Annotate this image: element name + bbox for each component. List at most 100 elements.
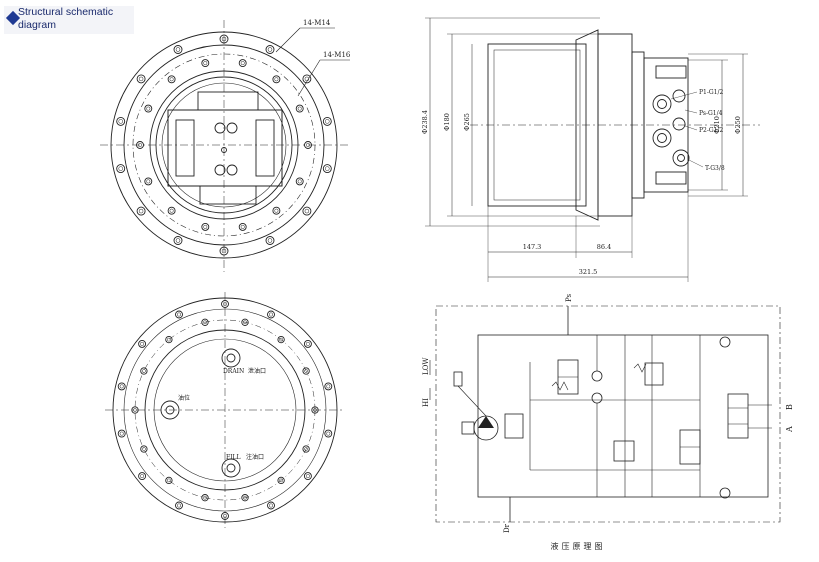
- back-view: [105, 292, 345, 528]
- front-inner-bolt-core-7: [146, 179, 151, 184]
- front-inner-bolt-core-5: [203, 224, 208, 229]
- side-valve-cap-bottom: [655, 171, 687, 185]
- back-inner-bolt-10: [165, 335, 173, 344]
- back-inner-bolt-9: [140, 367, 148, 375]
- back-outer-bolt-core-5: [177, 503, 181, 508]
- leader-p2: [684, 125, 698, 131]
- back-inner-bolt-core-14: [304, 369, 308, 373]
- back-outer-bolt-13: [303, 339, 312, 348]
- back-outer-bolt-6: [138, 472, 147, 481]
- back-inner-bolt-4: [241, 494, 249, 502]
- front-outer-bolt-7: [116, 164, 126, 174]
- back-outer-bolt-core-12: [269, 312, 273, 317]
- drain-label: DRAIN: [223, 368, 244, 375]
- front-outer-bolt-2: [302, 206, 312, 216]
- hyd-speed-selector: [453, 371, 463, 387]
- back-outer-bolt-core-11: [223, 302, 227, 306]
- back-outer-bolt-core-7: [119, 431, 124, 436]
- level-cn-label: 油位: [178, 394, 190, 402]
- dim-len-2: 86.4: [597, 243, 611, 251]
- back-outer-bolt-core-10: [177, 312, 181, 317]
- front-outer-bolt-14: [322, 116, 332, 126]
- front-inner-bolt-core-13: [274, 77, 279, 82]
- front-outer-bolt-9: [136, 74, 146, 84]
- front-inner-bolt-core-11: [203, 61, 208, 66]
- back-outer-bolt-8: [117, 382, 126, 391]
- front-outer-bolt-core-6: [138, 208, 144, 214]
- front-view: [100, 20, 350, 272]
- hyd-low-label: LOW: [422, 357, 430, 375]
- port-label-t: T-G3/8: [705, 165, 725, 172]
- front-inner-bolt-5: [201, 222, 210, 231]
- front-inner-bolt-core-10: [169, 77, 174, 82]
- front-inner-bolt-4: [238, 222, 247, 231]
- hyd-relief-valve-1: [644, 362, 664, 386]
- front-inner-bolt-6: [167, 206, 176, 215]
- front-inner-bolt-core-4: [240, 224, 245, 229]
- front-outer-bolt-1: [322, 164, 332, 174]
- back-outer-bolt-core-9: [140, 341, 145, 346]
- callout-top-label: 14-M14: [303, 19, 331, 27]
- hyd-caption: 液压原理图: [551, 541, 606, 551]
- side-port-p1-core: [657, 99, 667, 109]
- front-inner-bolt-13: [272, 75, 281, 84]
- hyd-two-speed-valve: [504, 413, 524, 439]
- fill-plug: [221, 458, 241, 478]
- front-outer-bolt-core-2: [304, 208, 310, 214]
- callout-leader-top: [275, 27, 301, 53]
- back-inner-bolt-13: [277, 335, 285, 344]
- front-valve-top: [197, 91, 259, 111]
- hyd-a-label: A: [785, 426, 794, 433]
- back-inner-bolt-6: [165, 476, 173, 485]
- back-inner-bolt-3: [277, 476, 285, 485]
- front-outer-bolt-10: [173, 45, 183, 54]
- side-view: [425, 17, 760, 282]
- front-inner-bolt-core-3: [274, 208, 279, 213]
- fill-label: FILL: [226, 454, 241, 461]
- side-valve-body: [643, 57, 689, 193]
- front-port-1: [214, 122, 226, 134]
- front-outer-bolt-5: [173, 236, 183, 245]
- front-inner-bolt-11: [201, 59, 210, 68]
- back-inner-bolt-12: [241, 318, 249, 326]
- front-outer-bolt-13: [302, 74, 312, 84]
- back-outer-bolt-core-8: [119, 384, 124, 389]
- front-inner-bolt-2: [295, 177, 304, 186]
- side-port-p2-core: [657, 133, 667, 143]
- back-inner-bolt-core-10: [167, 337, 171, 342]
- front-inner-bolt-7: [144, 177, 153, 186]
- dim-body: Φ180: [443, 113, 451, 131]
- back-outer-bolt-core-2: [305, 474, 310, 479]
- front-port-3: [214, 164, 226, 176]
- back-inner-bolt-core-13: [279, 337, 283, 342]
- front-outer-bolt-core-9: [138, 76, 144, 82]
- drain-plug-core: [226, 353, 236, 363]
- front-bolt-holes: [116, 34, 332, 256]
- back-inner-bolt-14: [302, 367, 310, 375]
- hyd-b-label: B: [785, 404, 794, 410]
- back-outer-bolt-core-1: [326, 431, 331, 436]
- back-outer-bolt-7: [117, 429, 126, 438]
- back-inner-bolt-core-11: [203, 320, 207, 325]
- back-inner-bolt-core-5: [203, 495, 207, 500]
- front-outer-bolt-8: [116, 116, 126, 126]
- back-inner-bolt-core-6: [167, 478, 171, 483]
- front-port-2: [226, 122, 238, 134]
- front-inner-bolt-9: [144, 104, 153, 113]
- hyd-swash-link: [457, 385, 487, 417]
- front-outer-bolt-core-14: [325, 119, 330, 124]
- hyd-check-2: [591, 392, 603, 404]
- back-outer-bolt-11: [221, 300, 229, 308]
- front-outer-bolt-core-7: [118, 166, 123, 171]
- hyd-check-3: [719, 336, 731, 348]
- front-outer-bolt-6: [136, 206, 146, 216]
- back-outer-bolt-core-6: [140, 474, 145, 479]
- back-outer-bolt-12: [267, 310, 275, 319]
- dim-inner: Φ265: [463, 113, 471, 131]
- back-inner-bolt-core-12: [243, 320, 247, 325]
- front-outer-bolt-12: [265, 45, 275, 54]
- header-box: Structural schematic diagram: [4, 6, 134, 34]
- hyd-counterbalance-valve: [613, 440, 635, 462]
- header-title: Structural schematic diagram: [18, 6, 114, 31]
